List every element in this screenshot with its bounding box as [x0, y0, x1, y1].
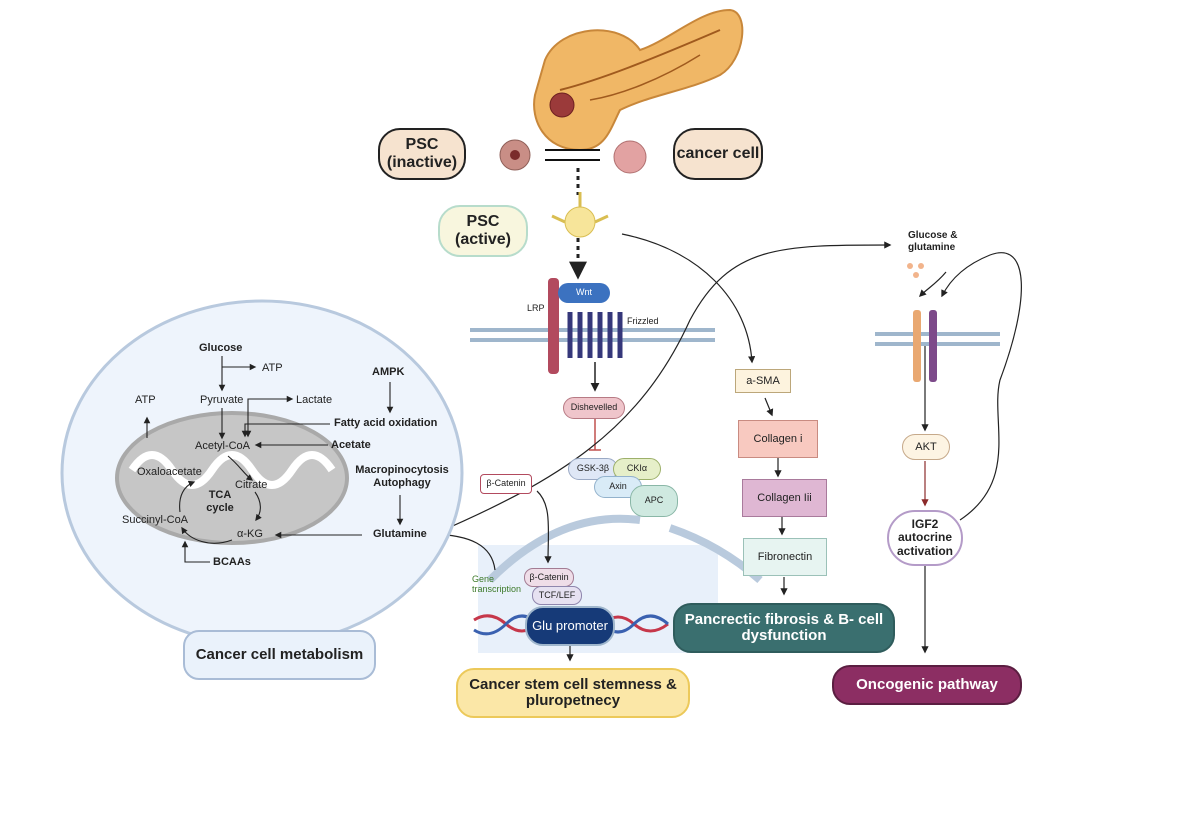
frizzled-receptor: [567, 312, 623, 358]
apc-node: APC: [630, 485, 678, 517]
acetate-label: Acetate: [331, 439, 371, 451]
bcatenin-translocation-arrow: [536, 490, 552, 564]
acetyl-coa-label: Acetyl-CoA: [195, 440, 251, 452]
cancer-cell-label: cancer cell: [673, 128, 763, 180]
igf2-node: IGF2 autocrine activation: [887, 510, 963, 566]
psc-inactive-label: PSC (inactive): [378, 128, 466, 180]
wnt-ligand: Wnt: [558, 283, 610, 303]
metabolism-arrows: [143, 356, 404, 563]
fibrosis-outcome: Pancrectic fibrosis & B- cell dysfunctio…: [673, 603, 895, 653]
igf-receptor-b: [929, 310, 937, 382]
metabolism-title: Cancer cell metabolism: [183, 630, 376, 680]
ampk-label: AMPK: [372, 366, 405, 378]
succinyl-coa-label: Succinyl-CoA: [122, 514, 189, 526]
membrane-right: [875, 332, 1000, 346]
asma-node: a-SMA: [735, 369, 791, 393]
asma-to-collagen-arrow: [764, 397, 774, 417]
mitochondrion-cristae: [128, 451, 336, 489]
lactate-label: Lactate: [296, 394, 333, 406]
frizzled-label: Frizzled: [627, 316, 659, 326]
bcatenin-nucleus: β-Catenin: [524, 568, 574, 587]
psc-active-label: PSC (active): [438, 205, 528, 257]
igf2-feedback-arrow: [941, 252, 1022, 521]
oncogenic-outcome: Oncogenic pathway: [832, 665, 1022, 705]
glu-promoter: Glu promoter: [525, 606, 615, 646]
pyruvate-label: Pyruvate: [200, 394, 244, 406]
gene-transcription-label: Gene transcription: [472, 574, 522, 594]
cancer-cell-icon: [613, 140, 647, 174]
glucose-uptake-arrow: [918, 271, 947, 298]
inhibition-mark: [589, 418, 601, 451]
citrate-label: Citrate: [235, 479, 268, 491]
glucose-glutamine-label: Glucose & glutamine: [908, 230, 958, 253]
psc-active-cell-icon: [551, 192, 609, 238]
tca-cycle-label: TCA cycle: [206, 489, 234, 515]
macropinocytosis-label: Macropinocytosis Autophagy: [355, 464, 449, 490]
nuclear-envelope-left: [487, 514, 641, 583]
glucose-label: Glucose: [199, 342, 243, 354]
dishevelled-node: Dishevelled: [563, 397, 625, 419]
igf-receptor-a: [913, 310, 921, 382]
bcatenin-cytoplasm: β-Catenin: [480, 474, 532, 494]
fibronectin-node: Fibronectin: [743, 538, 827, 576]
lrp-label: LRP: [527, 303, 545, 313]
bcaas-label: BCAAs: [213, 556, 251, 568]
glucose-dots: [907, 263, 924, 278]
akg-label: α-KG: [237, 528, 263, 540]
oxaloacetate-label: Oxaloacetate: [137, 466, 202, 478]
atp-top-label: ATP: [262, 362, 283, 374]
stemness-outcome: Cancer stem cell stemness & pluropetnecy: [456, 668, 690, 718]
lrp-receptor: [548, 278, 559, 374]
collagen-i-node: Collagen i: [738, 420, 818, 458]
collagen-iii-node: Collagen Iii: [742, 479, 827, 517]
psc-inactive-cell-icon: [499, 139, 531, 171]
akt-node: AKT: [902, 434, 950, 460]
fatty-acid-label: Fatty acid oxidation: [334, 417, 438, 429]
glutamine-label: Glutamine: [373, 528, 427, 540]
gsk3b-node: GSK-3β: [568, 458, 618, 480]
tcf-lef-node: TCF/LEF: [532, 586, 582, 605]
psc-to-asma-arrow: [621, 233, 756, 364]
atp-left-label: ATP: [135, 394, 156, 406]
